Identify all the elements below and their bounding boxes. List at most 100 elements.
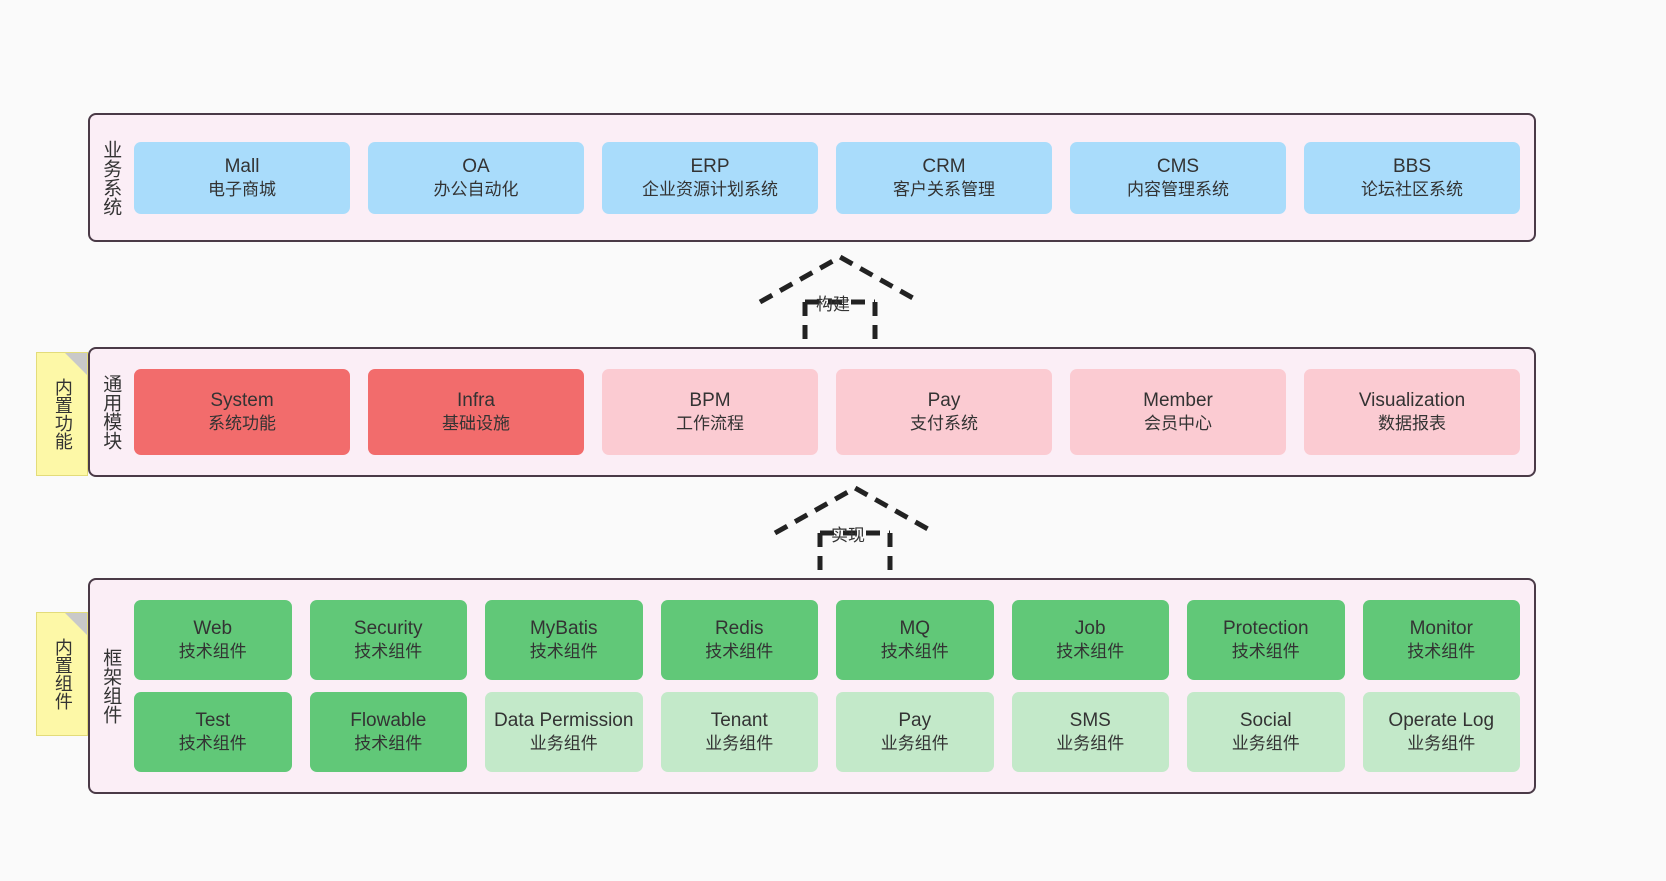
- card-row: System 系统功能 Infra 基础设施 BPM 工作流程 Pay 支付系统…: [134, 369, 1520, 455]
- card-row: Mall 电子商城 OA 办公自动化 ERP 企业资源计划系统 CRM 客户关系…: [134, 141, 1520, 214]
- card-erp[interactable]: ERP 企业资源计划系统: [602, 141, 818, 214]
- card-subtitle: 客户关系管理: [893, 179, 995, 199]
- card-subtitle: 业务组件: [880, 734, 949, 754]
- card-pay[interactable]: Pay 支付系统: [836, 369, 1052, 455]
- card-web[interactable]: Web 技术组件: [134, 600, 292, 680]
- generalization-arrow-icon: [758, 254, 922, 347]
- card-title: Redis: [714, 618, 764, 640]
- card-mall[interactable]: Mall 电子商城: [134, 141, 350, 214]
- card-redis[interactable]: Redis 技术组件: [660, 600, 818, 680]
- card-subtitle: 会员中心: [1144, 414, 1212, 434]
- card-title: Monitor: [1409, 618, 1473, 640]
- card-subtitle: 技术组件: [354, 642, 423, 662]
- card-tenant[interactable]: Tenant 业务组件: [660, 692, 818, 772]
- card-system[interactable]: System 系统功能: [134, 369, 350, 455]
- card-bpm[interactable]: BPM 工作流程: [602, 369, 818, 455]
- layer-framework-components: 框架组件 Web 技术组件 Security 技术组件 MyBatis 技术组件…: [88, 578, 1536, 794]
- card-subtitle: 内容管理系统: [1127, 179, 1229, 199]
- card-subtitle: 企业资源计划系统: [642, 179, 778, 199]
- card-title: Protection: [1222, 618, 1309, 640]
- card-bbs[interactable]: BBS 论坛社区系统: [1304, 141, 1520, 214]
- card-infra[interactable]: Infra 基础设施: [368, 369, 584, 455]
- card-title: Pay: [927, 390, 961, 412]
- card-title: Visualization: [1358, 390, 1466, 412]
- connector-implement: 实现: [765, 483, 955, 578]
- card-sms[interactable]: SMS 业务组件: [1011, 692, 1169, 772]
- card-title: Test: [195, 710, 231, 732]
- note-text: 内置功能: [52, 378, 73, 450]
- card-subtitle: 业务组件: [529, 734, 598, 754]
- layer-business-systems: 业务系统 Mall 电子商城 OA 办公自动化 ERP 企业资源计划系统 CRM…: [88, 113, 1536, 242]
- card-subtitle: 技术组件: [178, 642, 247, 662]
- card-mq[interactable]: MQ 技术组件: [836, 600, 994, 680]
- card-subtitle: 支付系统: [910, 414, 978, 434]
- card-title: Flowable: [350, 710, 427, 732]
- card-subtitle: 数据报表: [1378, 414, 1446, 434]
- card-title: CMS: [1156, 155, 1200, 177]
- card-row: Web 技术组件 Security 技术组件 MyBatis 技术组件 Redi…: [134, 600, 1520, 680]
- card-title: MyBatis: [529, 618, 598, 640]
- card-subtitle: 论坛社区系统: [1361, 179, 1463, 199]
- card-title: ERP: [690, 155, 730, 177]
- card-protection[interactable]: Protection 技术组件: [1187, 600, 1345, 680]
- card-title: Member: [1143, 390, 1213, 412]
- card-cms[interactable]: CMS 内容管理系统: [1070, 141, 1286, 214]
- card-subtitle: 业务组件: [1231, 734, 1300, 754]
- card-subtitle: 基础设施: [442, 414, 510, 434]
- card-subtitle: 技术组件: [529, 642, 598, 662]
- card-job[interactable]: Job 技术组件: [1011, 600, 1169, 680]
- card-title: CRM: [922, 155, 966, 177]
- card-test[interactable]: Test 技术组件: [134, 692, 292, 772]
- card-subtitle: 工作流程: [676, 414, 744, 434]
- card-title: Security: [353, 618, 423, 640]
- card-title: Web: [193, 618, 233, 640]
- layer-title-business-systems: 业务系统: [100, 139, 122, 216]
- card-social[interactable]: Social 业务组件: [1187, 692, 1345, 772]
- card-operate-log[interactable]: Operate Log 业务组件: [1362, 692, 1520, 772]
- card-subtitle: 技术组件: [178, 734, 247, 754]
- card-subtitle: 系统功能: [208, 414, 276, 434]
- card-subtitle: 技术组件: [705, 642, 774, 662]
- layer-title-framework-components: 框架组件: [100, 648, 122, 724]
- connector-label: 构建: [816, 295, 850, 314]
- card-subtitle: 技术组件: [1407, 642, 1476, 662]
- card-pay-business[interactable]: Pay 业务组件: [836, 692, 994, 772]
- layer-title-common-modules: 通用模块: [100, 374, 122, 450]
- card-monitor[interactable]: Monitor 技术组件: [1362, 600, 1520, 680]
- card-subtitle: 业务组件: [1056, 734, 1125, 754]
- note-text: 内置组件: [52, 638, 73, 710]
- connector-label: 实现: [831, 526, 865, 545]
- card-subtitle: 业务组件: [705, 734, 774, 754]
- layer-body-business-systems: Mall 电子商城 OA 办公自动化 ERP 企业资源计划系统 CRM 客户关系…: [130, 115, 1534, 240]
- card-title: SMS: [1069, 710, 1111, 732]
- connector-build: 构建: [750, 252, 940, 347]
- card-flowable[interactable]: Flowable 技术组件: [309, 692, 467, 772]
- card-title: Data Permission: [494, 710, 634, 732]
- card-subtitle: 技术组件: [1056, 642, 1125, 662]
- card-subtitle: 办公自动化: [433, 179, 519, 199]
- card-crm[interactable]: CRM 客户关系管理: [836, 141, 1052, 214]
- card-title: Operate Log: [1388, 710, 1495, 732]
- card-title: Tenant: [710, 710, 768, 732]
- card-subtitle: 技术组件: [1231, 642, 1300, 662]
- card-member[interactable]: Member 会员中心: [1070, 369, 1286, 455]
- note-builtin-components: 内置组件: [36, 612, 88, 736]
- card-subtitle: 电子商城: [208, 179, 276, 199]
- layer-body-framework-components: Web 技术组件 Security 技术组件 MyBatis 技术组件 Redi…: [130, 580, 1534, 792]
- card-title: Social: [1239, 710, 1292, 732]
- card-title: BBS: [1392, 155, 1432, 177]
- card-title: Job: [1074, 618, 1106, 640]
- card-title: Infra: [456, 390, 496, 412]
- card-subtitle: 技术组件: [354, 734, 423, 754]
- card-title: BPM: [689, 390, 731, 412]
- card-title: OA: [462, 155, 490, 177]
- card-subtitle: 技术组件: [880, 642, 949, 662]
- card-data-permission[interactable]: Data Permission 业务组件: [485, 692, 643, 772]
- card-oa[interactable]: OA 办公自动化: [368, 141, 584, 214]
- card-security[interactable]: Security 技术组件: [309, 600, 467, 680]
- card-mybatis[interactable]: MyBatis 技术组件: [485, 600, 643, 680]
- layer-common-modules: 通用模块 System 系统功能 Infra 基础设施 BPM 工作流程 Pay…: [88, 347, 1536, 477]
- card-title: Pay: [898, 710, 932, 732]
- card-visualization[interactable]: Visualization 数据报表: [1304, 369, 1520, 455]
